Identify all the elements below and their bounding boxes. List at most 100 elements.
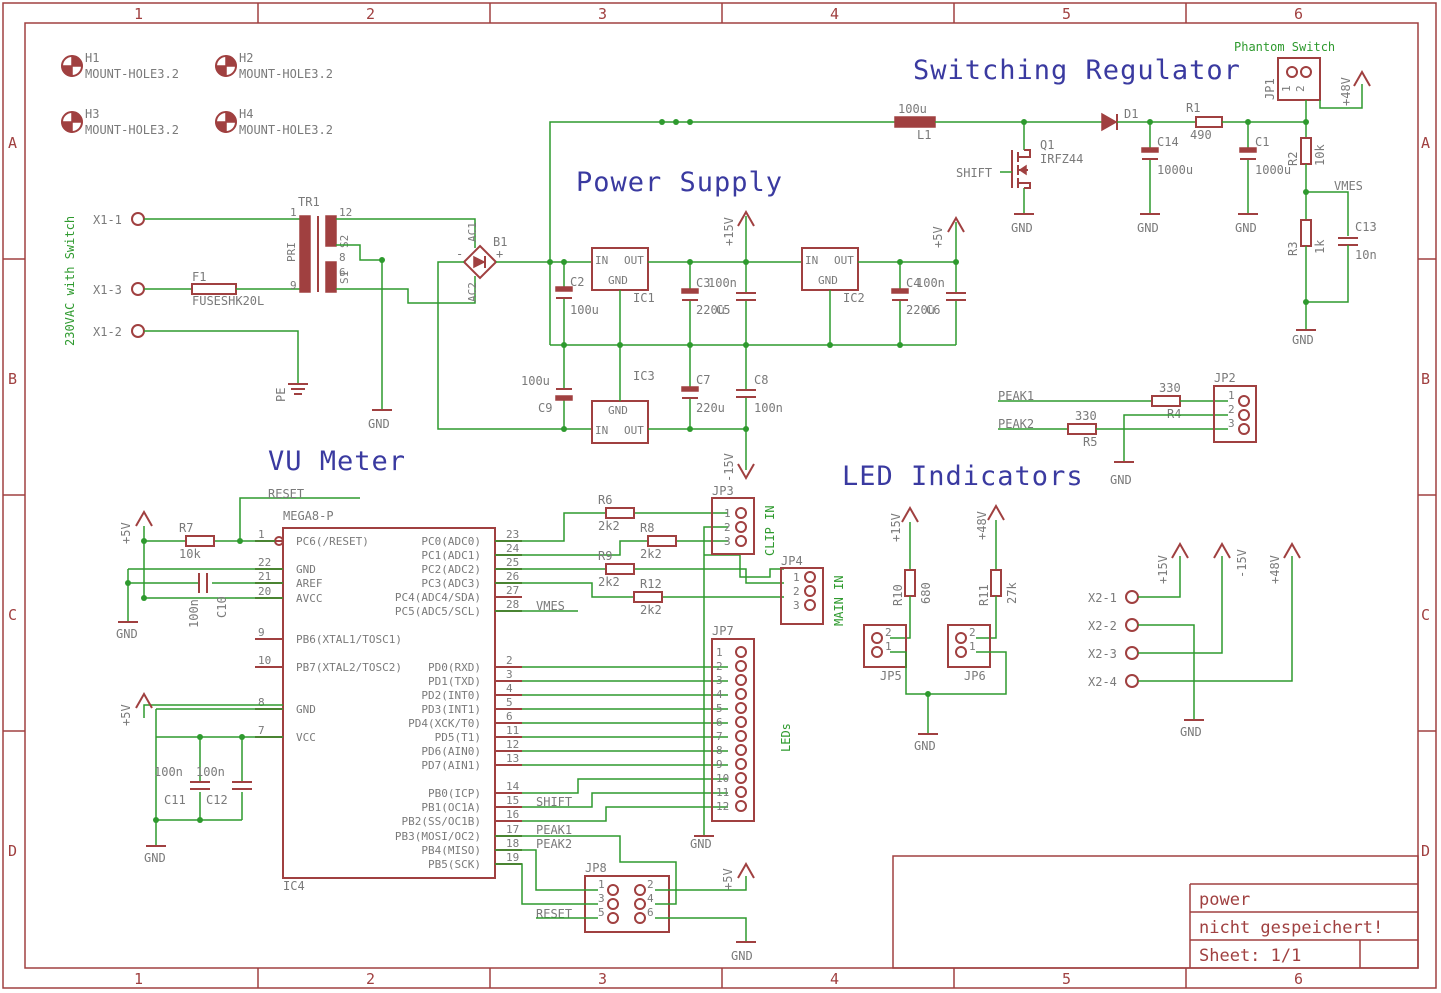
pin-socket [735,786,747,798]
mcu-part: MEGA8-P [283,509,334,523]
pin: 2 [969,626,976,639]
c13-val: 10n [1355,248,1377,262]
c8-val: 100n [754,401,783,415]
c6-ref: C6 [926,303,940,317]
bridge-minus: - [456,247,463,261]
value: MOUNT-HOLE3.2 [239,123,333,137]
bridge-ac1: AC1 [466,222,479,242]
r7-val: 10k [179,547,201,561]
pin-number: 28 [506,598,519,611]
resistor-r2 [1300,137,1312,165]
pin-name: PD1(TXD) [428,675,481,688]
transformer-tr1: TR1 PRI S2 S1 1 9 12 8 6 [285,195,352,293]
col-label: 4 [830,970,839,988]
pin-name: PC5(ADC5/SCL) [395,605,481,618]
peak2-label: PEAK2 [536,837,572,851]
r3-val: 1k [1313,239,1327,254]
pin-name: PB7(XTAL2/TOSC2) [296,661,402,674]
col-label: 6 [1294,5,1303,23]
gnd-label: GND [116,627,138,641]
resistor-r10 [904,569,916,597]
resistor-r9 [605,563,635,575]
r11-ref: R11 [977,584,991,606]
jp6-ref: JP6 [964,669,986,683]
pin-number: 24 [506,542,520,555]
pin-number: 17 [506,823,519,836]
c4-ref: C4 [906,276,920,290]
c4-val: 220u [906,303,935,317]
pin-name: PD2(INT0) [421,689,481,702]
pin: 12 [339,206,352,219]
pin-name: GND [296,563,316,576]
row-label: B [8,370,17,388]
gnd-label: GND [1011,221,1033,235]
pin-socket [735,716,747,728]
ref: H3 [85,107,99,121]
bridge-ac2: AC2 [466,282,479,302]
c7-val: 220u [696,401,725,415]
c14-ref: C14 [1157,135,1179,149]
value: MOUNT-HOLE3.2 [85,67,179,81]
jp3-ref: JP3 [712,484,734,498]
gnd-label: GND [1180,725,1202,739]
pin-in: IN [595,424,608,437]
pin-out: OUT [624,424,644,437]
r1-ref: R1 [1186,101,1200,115]
c7-ref: C7 [696,373,710,387]
pin-number: 1 [258,528,265,541]
col-label: 5 [1062,5,1071,23]
pin-number: 7 [258,724,265,737]
c11-ref: C11 [164,793,186,807]
terminal-x1-1: X1-1 [93,213,122,227]
mcu-ic4 [282,527,496,879]
pin-number: 27 [506,584,519,597]
c2-val: 100u [570,303,599,317]
pin-number: 26 [506,570,519,583]
shift-label: SHIFT [536,795,572,809]
section-title-vu-meter: VU Meter [268,446,406,477]
pe-label: PE [274,388,288,402]
pe-symbol: PE [274,383,308,402]
col-label: 1 [134,970,143,988]
pin: 1 [290,206,297,219]
bridge-plus: + [496,247,503,261]
row-label: A [1421,134,1430,152]
pin: 3 [793,599,800,612]
c12-val: 100n [196,765,225,779]
pin-name: PC1(ADC1) [421,549,481,562]
bridge-b1: B1 AC1 AC2 - + [456,222,507,302]
pin: 6 [647,906,654,919]
r8-val: 2k2 [640,547,662,561]
vu-meter-mcu: MEGA8-P IC4 1PC6(/RESET)22GND21AREF20AVC… [116,487,728,893]
pin: 5 [716,702,723,715]
pin: 3 [1228,417,1235,430]
p5-label: +5V [119,704,133,726]
jp8-ref: JP8 [585,861,607,875]
jumper-jp7 [711,638,755,822]
clip-in-label: CLIP IN [763,505,777,556]
jumper-jp3 [711,497,755,555]
pin-gnd: GND [818,274,838,287]
row-label: B [1421,370,1430,388]
r2-ref: R2 [1286,152,1300,166]
r5-val: 330 [1075,409,1097,423]
resistor-r5 [1067,423,1097,435]
terminal-x2-2: X2-2 [1088,619,1117,633]
q1-val: IRFZ44 [1040,152,1083,166]
pin: 3 [724,535,731,548]
terminal-x2-3: X2-3 [1088,647,1117,661]
vmes-label: VMES [1334,179,1363,193]
pin-socket [735,730,747,742]
pin: 3 [598,892,605,905]
fuse-value: FUSESHK20L [192,294,264,308]
pin-name: PB2(SS/OC1B) [402,815,481,828]
pin-in: IN [595,254,608,267]
pin: 11 [716,786,729,799]
mcu-left-pins: 1PC6(/RESET)22GND21AREF20AVCC9PB6(XTAL1/… [255,528,402,744]
pin: 9 [290,279,297,292]
gnd-label: GND [1292,333,1314,347]
col-label: 3 [598,5,607,23]
pin-name: PB0(ICP) [428,787,481,800]
